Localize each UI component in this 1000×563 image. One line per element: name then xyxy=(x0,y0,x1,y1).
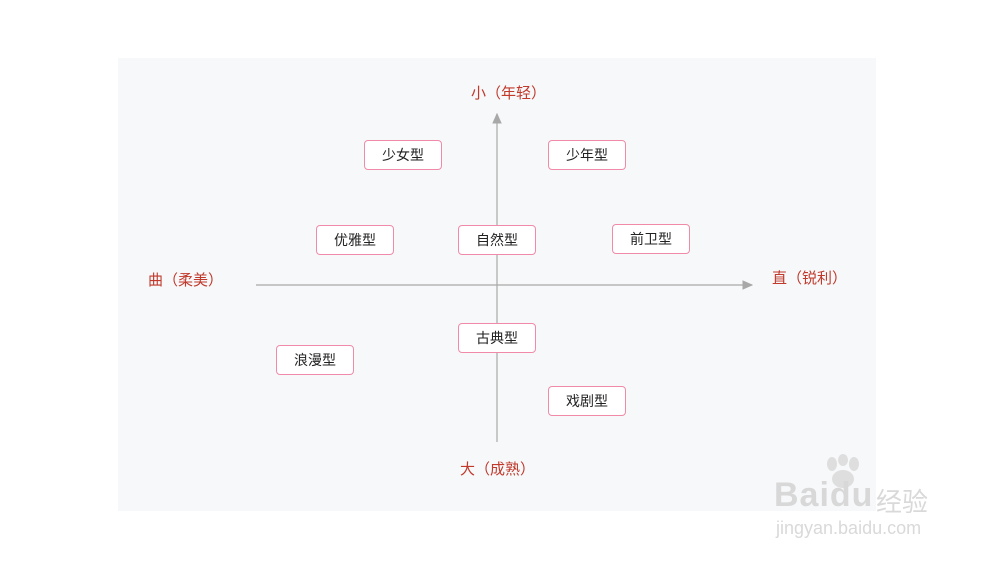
axis-label-top: 小（年轻） xyxy=(471,84,547,102)
axis-label-left: 曲（柔美） xyxy=(148,271,224,289)
axis-label-right: 直（锐利） xyxy=(772,269,848,287)
type-langman: 浪漫型 xyxy=(276,345,354,375)
type-youya: 优雅型 xyxy=(316,225,394,255)
type-shaonv: 少女型 xyxy=(364,140,442,170)
type-xiju: 戏剧型 xyxy=(548,386,626,416)
type-shaonian: 少年型 xyxy=(548,140,626,170)
watermark-url: jingyan.baidu.com xyxy=(776,518,922,538)
paw-icon xyxy=(827,454,859,488)
baidu-watermark: Baidu 经验 jingyan.baidu.com xyxy=(758,452,948,542)
axis-label-bottom: 大（成熟） xyxy=(460,460,536,478)
type-ziran: 自然型 xyxy=(458,225,536,255)
watermark-suffix: 经验 xyxy=(876,488,929,518)
watermark-brand: Baidu xyxy=(774,476,874,514)
type-qianwei: 前卫型 xyxy=(612,224,690,254)
type-gudian: 古典型 xyxy=(458,323,536,353)
